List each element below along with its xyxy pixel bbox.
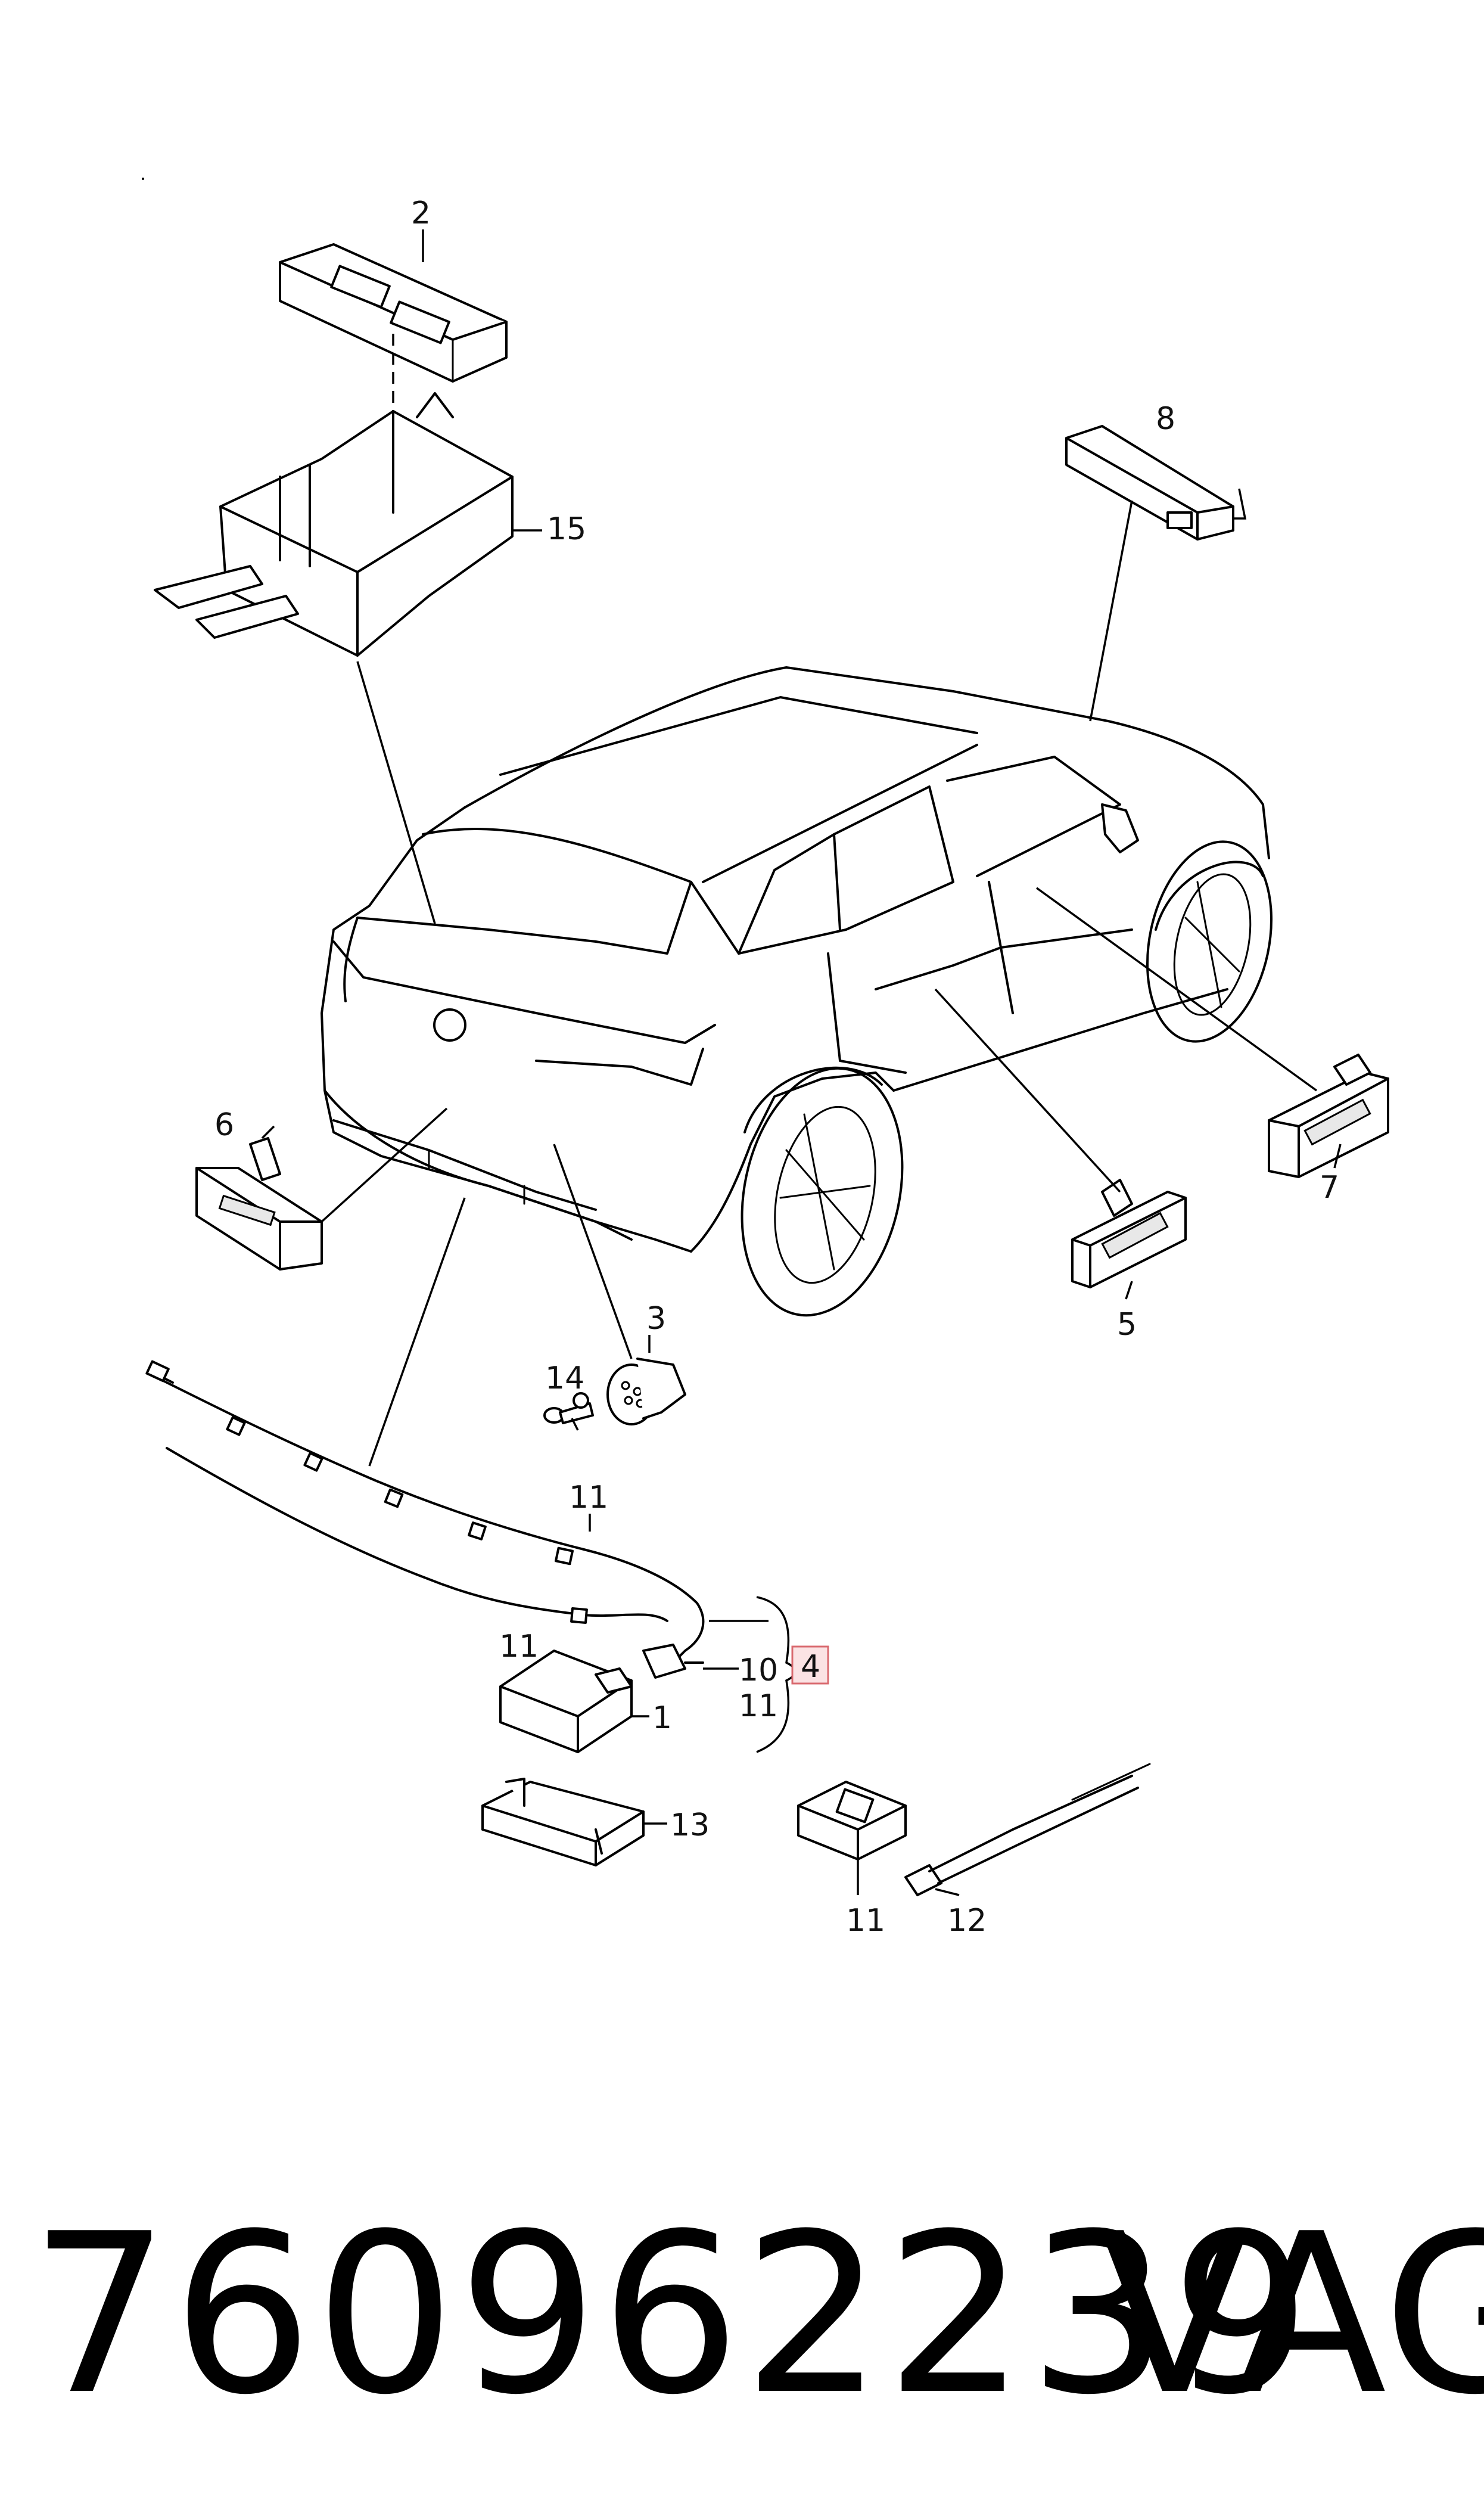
control-module-part-2 xyxy=(279,243,508,383)
sensor-part-7 xyxy=(1268,1054,1389,1178)
cover-part-13 xyxy=(481,1778,645,1866)
callout-6: 6 xyxy=(214,1107,234,1143)
clip-part-11 xyxy=(797,1781,907,1860)
cable-tie-part-12 xyxy=(904,1763,1151,1896)
callout-14: 14 xyxy=(545,1361,584,1396)
callout-13: 13 xyxy=(670,1807,710,1843)
leader-lines xyxy=(261,229,1342,1896)
callout-10: 10 xyxy=(739,1653,778,1688)
bracket-part-15 xyxy=(142,178,514,657)
callout-12: 12 xyxy=(947,1903,987,1939)
callouts: 2 15 8 6 7 5 3 14 11 11 10 11 1 13 11 12… xyxy=(214,195,1339,1939)
callout-11-right: 11 xyxy=(739,1688,778,1724)
callout-2: 2 xyxy=(411,195,431,231)
callout-8: 8 xyxy=(1156,401,1175,437)
sensor-part-6 xyxy=(195,1137,323,1271)
vehicle-illustration xyxy=(321,666,1273,1317)
brand-label: VAG xyxy=(1099,2187,1484,2443)
module-part-1 xyxy=(499,1650,633,1753)
wiring-harness xyxy=(145,1360,705,1679)
callout-11-left: 11 xyxy=(499,1629,539,1664)
part-number: 760962239 xyxy=(30,2187,1314,2443)
callout-3: 3 xyxy=(646,1301,666,1337)
screw-part-14 xyxy=(543,1392,594,1424)
sensor-part-5 xyxy=(1071,1179,1187,1288)
callout-1: 1 xyxy=(652,1700,672,1736)
buzzer-part-3 xyxy=(606,1358,686,1425)
callout-4-highlight xyxy=(791,1645,829,1685)
callout-15: 15 xyxy=(547,511,586,547)
callout-5: 5 xyxy=(1117,1307,1137,1343)
callout-11-top: 11 xyxy=(569,1480,608,1515)
antenna-part-8 xyxy=(1065,425,1234,541)
parts-diagram: 2 15 8 6 7 5 3 14 11 11 10 11 1 13 11 12… xyxy=(142,178,1389,1939)
callout-7: 7 xyxy=(1320,1170,1339,1206)
callout-4: 4 xyxy=(801,1649,820,1685)
callout-11-bottom: 11 xyxy=(846,1903,885,1939)
